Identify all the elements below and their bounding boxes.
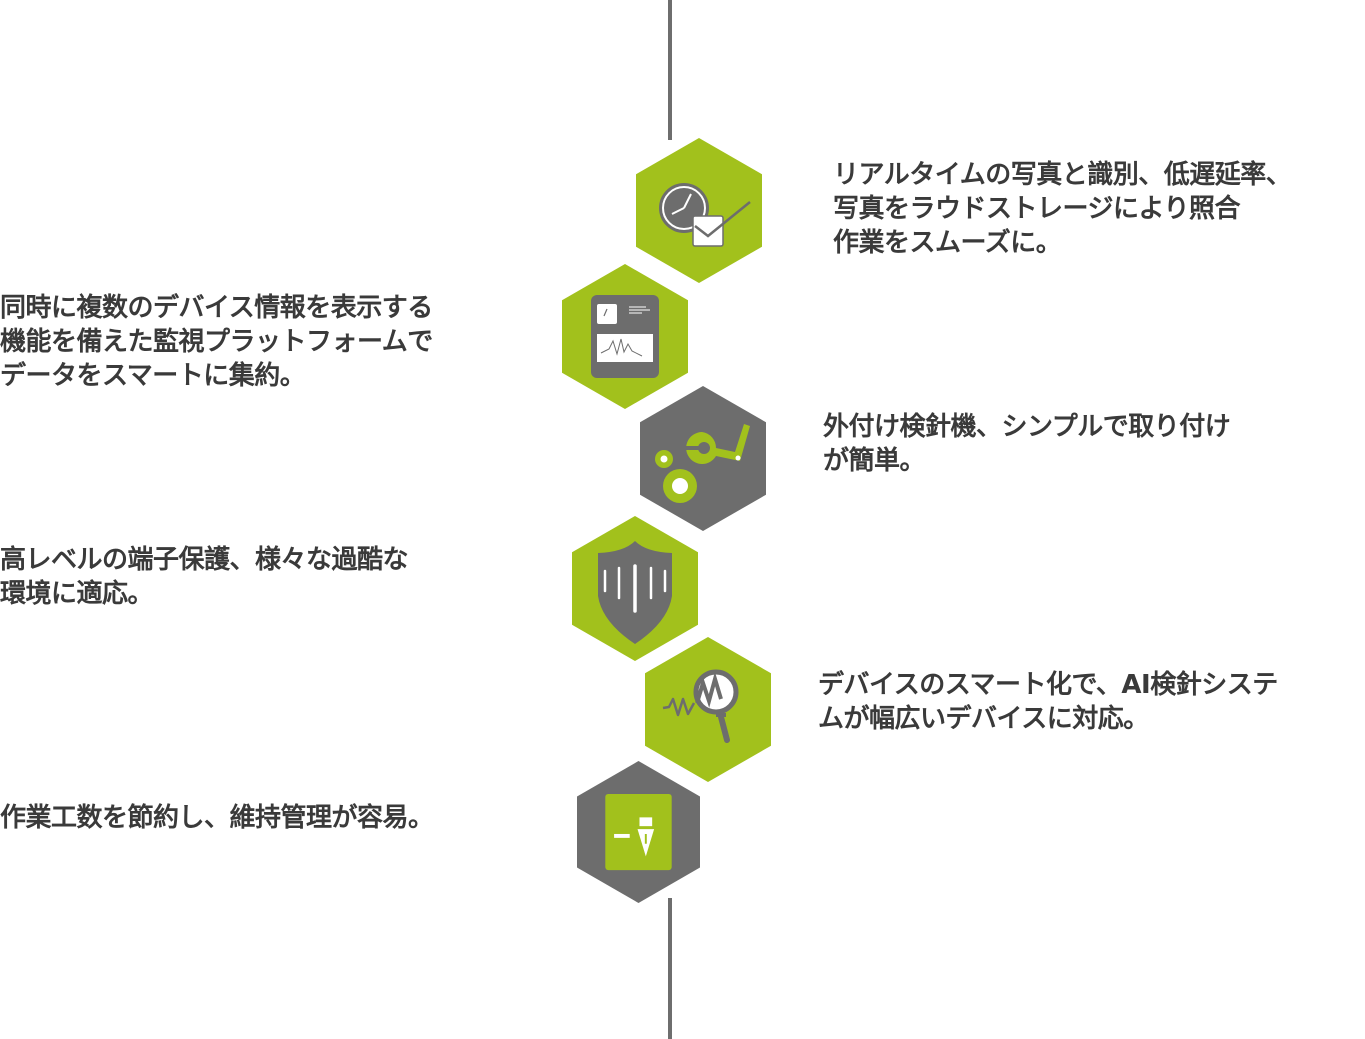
- feature-hex-5: [645, 637, 771, 782]
- monitor-dashboard-icon: [591, 295, 659, 378]
- text-line: が簡単。: [823, 446, 926, 476]
- text-line: 環境に適応。: [0, 579, 154, 609]
- document-pen-icon: [605, 793, 672, 870]
- text-line: 作業をスムーズに。: [833, 228, 1062, 258]
- text-line: 同時に複数のデバイス情報を表示する: [0, 293, 433, 323]
- feature-hex-3: [640, 386, 766, 531]
- feature-text-5: デバイスのスマート化で、AI検針システ ムが幅広いデバイスに対応。: [818, 668, 1278, 736]
- timeline-line-top: [668, 0, 672, 140]
- feature-text-1: リアルタイムの写真と識別、低遅延率、 写真をラウドストレージにより照合 作業をス…: [833, 158, 1292, 260]
- feature-text-2: 同時に複数のデバイス情報を表示する 機能を備えた監視プラットフォームで データを…: [0, 291, 433, 393]
- feature-hex-6: [577, 761, 700, 903]
- feature-hex-1: [636, 138, 762, 283]
- text-line: 高レベルの端子保護、様々な過酷な: [0, 545, 409, 575]
- text-line: 写真をラウドストレージにより照合: [833, 194, 1240, 224]
- text-line: 外付け検針機、シンプルで取り付け: [823, 412, 1231, 442]
- shield-icon: [598, 541, 672, 644]
- feature-text-3: 外付け検針機、シンプルで取り付け が簡単。: [823, 410, 1231, 478]
- text-line: データをスマートに集約。: [0, 361, 306, 391]
- feature-text-6: 作業工数を節約し、維持管理が容易。: [0, 801, 434, 835]
- gears-wrench-icon: [655, 424, 750, 503]
- feature-text-4: 高レベルの端子保護、様々な過酷な 環境に適応。: [0, 543, 409, 611]
- feature-hex-2: [562, 264, 688, 409]
- timeline-line-bottom: [668, 898, 672, 1039]
- text-line: 機能を備えた監視プラットフォームで: [0, 327, 433, 357]
- text-line: 作業工数を節約し、維持管理が容易。: [0, 803, 434, 833]
- feature-hex-4: [572, 516, 698, 661]
- magnifier-waveform-icon: [662, 669, 739, 743]
- text-line: ムが幅広いデバイスに対応。: [818, 704, 1149, 734]
- text-line: リアルタイムの写真と識別、低遅延率、: [833, 160, 1292, 190]
- clock-check-icon: [659, 183, 751, 247]
- text-line: デバイスのスマート化で、AI検針システ: [818, 670, 1278, 700]
